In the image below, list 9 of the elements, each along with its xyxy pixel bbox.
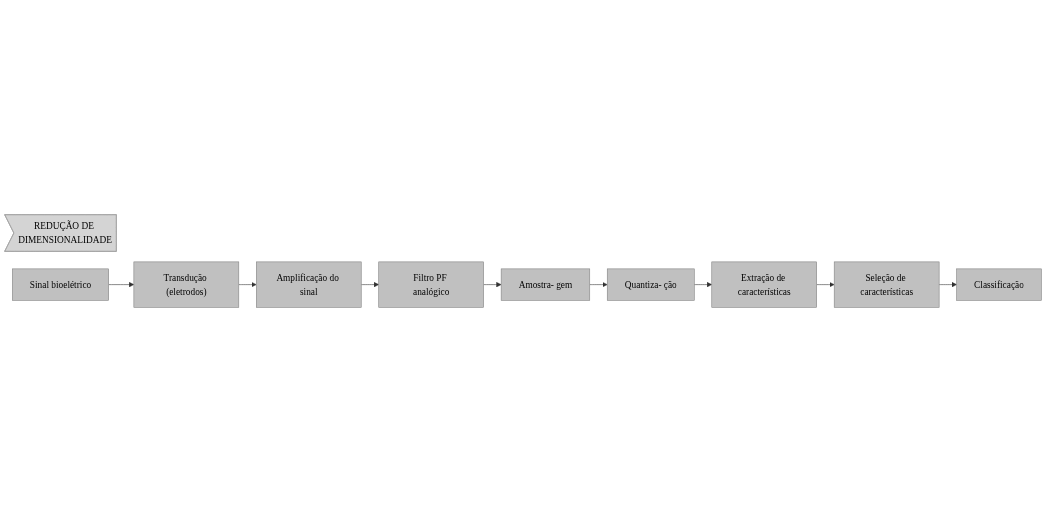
node-box: Transdução (eletrodos) <box>133 261 240 308</box>
node-box: Extração de características <box>711 261 817 308</box>
node-box: Amostra- gem <box>500 268 591 301</box>
node-box: Amplificação do sinal <box>256 261 362 308</box>
node-box: Sinal bioelétrico <box>12 268 109 301</box>
node-box: Quantiza- ção <box>606 268 695 301</box>
node-box: Seleção de características <box>833 261 940 308</box>
node-box: Filtro PF analógico <box>378 261 484 308</box>
node-box: Classificação <box>956 268 1042 301</box>
